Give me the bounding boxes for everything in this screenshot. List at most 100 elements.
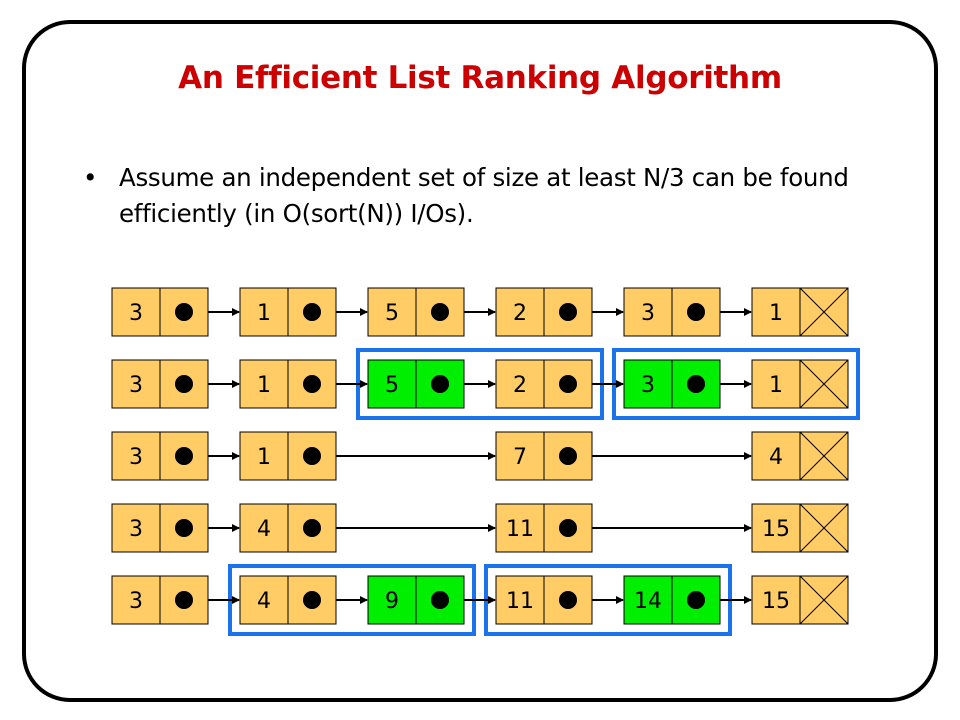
pointer-dot	[303, 447, 321, 465]
pointer-dot	[559, 591, 577, 609]
pointer-dot	[431, 375, 449, 393]
list-node: 3	[623, 359, 721, 409]
node-rank-value: 2	[513, 301, 527, 326]
null-pointer-cross	[799, 287, 849, 337]
node-rank-value: 4	[257, 589, 271, 614]
pointer-dot	[687, 375, 705, 393]
node-value-cell	[495, 359, 545, 409]
list-node: 4	[239, 575, 337, 625]
node-pointer-cell	[159, 287, 209, 337]
node-rank-value: 1	[769, 301, 783, 326]
list-node: 3	[111, 287, 209, 337]
pointer-dot	[431, 303, 449, 321]
list-node: 7	[495, 431, 593, 481]
node-rank-value: 1	[257, 445, 271, 470]
bullet-item: • Assume an independent set of size at l…	[83, 160, 863, 232]
node-value-cell	[751, 359, 801, 409]
list-node: 14	[623, 575, 721, 625]
pointer-dot	[559, 375, 577, 393]
node-rank-value: 3	[129, 589, 143, 614]
pointer-dot	[303, 591, 321, 609]
node-rank-value: 3	[641, 301, 655, 326]
list-node: 11	[495, 503, 593, 553]
list-node: 5	[367, 359, 465, 409]
node-value-cell	[111, 287, 161, 337]
node-rank-value: 11	[506, 589, 534, 614]
list-node: 3	[111, 359, 209, 409]
list-node: 1	[751, 359, 849, 409]
list-node: 2	[495, 287, 593, 337]
node-value-cell	[751, 431, 801, 481]
node-value-cell	[623, 359, 673, 409]
node-rank-value: 9	[385, 589, 399, 614]
node-value-cell	[367, 287, 417, 337]
null-pointer-cross	[799, 431, 849, 481]
node-rank-value: 5	[385, 373, 399, 398]
node-value-cell	[111, 575, 161, 625]
pointer-dot	[175, 591, 193, 609]
node-pointer-cell	[159, 575, 209, 625]
pointer-dot	[175, 447, 193, 465]
node-pointer-cell	[543, 575, 593, 625]
list-node: 1	[751, 287, 849, 337]
pointer-dot	[687, 303, 705, 321]
node-rank-value: 2	[513, 373, 527, 398]
list-node: 3	[111, 575, 209, 625]
node-rank-value: 4	[257, 517, 271, 542]
pointer-dot	[175, 303, 193, 321]
null-pointer-cross	[799, 503, 849, 553]
node-value-cell	[623, 575, 673, 625]
node-value-cell	[239, 575, 289, 625]
pointer-dot	[559, 303, 577, 321]
node-value-cell	[751, 503, 801, 553]
node-rank-value: 3	[129, 373, 143, 398]
list-node: 15	[751, 575, 849, 625]
node-rank-value: 3	[641, 373, 655, 398]
list-node: 3	[111, 503, 209, 553]
node-rank-value: 3	[129, 445, 143, 470]
node-value-cell	[367, 359, 417, 409]
list-node: 9	[367, 575, 465, 625]
list-node: 2	[495, 359, 593, 409]
list-node: 4	[239, 503, 337, 553]
node-value-cell	[751, 287, 801, 337]
pointer-dot	[559, 447, 577, 465]
node-value-cell	[495, 287, 545, 337]
node-value-cell	[751, 575, 801, 625]
node-value-cell	[495, 575, 545, 625]
node-value-cell	[495, 431, 545, 481]
null-pointer-cross	[799, 359, 849, 409]
list-node: 1	[239, 287, 337, 337]
node-rank-value: 4	[769, 445, 783, 470]
node-value-cell	[495, 503, 545, 553]
list-node: 5	[367, 287, 465, 337]
list-node: 3	[623, 287, 721, 337]
list-node: 1	[239, 359, 337, 409]
null-pointer-cross	[799, 575, 849, 625]
node-rank-value: 14	[634, 589, 662, 614]
node-rank-value: 1	[257, 301, 271, 326]
pointer-dot	[175, 519, 193, 537]
node-rank-value: 5	[385, 301, 399, 326]
pointer-dot	[559, 519, 577, 537]
list-node: 3	[111, 431, 209, 481]
node-value-cell	[111, 431, 161, 481]
bullet-dot: •	[83, 163, 98, 192]
node-value-cell	[367, 575, 417, 625]
node-rank-value: 7	[513, 445, 527, 470]
bullet-text: Assume an independent set of size at lea…	[119, 163, 849, 228]
list-node: 1	[239, 431, 337, 481]
list-node: 15	[751, 503, 849, 553]
node-rank-value: 1	[769, 373, 783, 398]
pointer-dot	[431, 591, 449, 609]
pointer-dot	[303, 303, 321, 321]
list-node: 4	[751, 431, 849, 481]
pointer-dot	[175, 375, 193, 393]
pointer-dot	[303, 519, 321, 537]
slide-title: An Efficient List Ranking Algorithm	[178, 60, 782, 96]
node-rank-value: 1	[257, 373, 271, 398]
node-value-cell	[623, 287, 673, 337]
pointer-dot	[303, 375, 321, 393]
slide-frame	[22, 20, 938, 702]
pointer-dot	[687, 591, 705, 609]
